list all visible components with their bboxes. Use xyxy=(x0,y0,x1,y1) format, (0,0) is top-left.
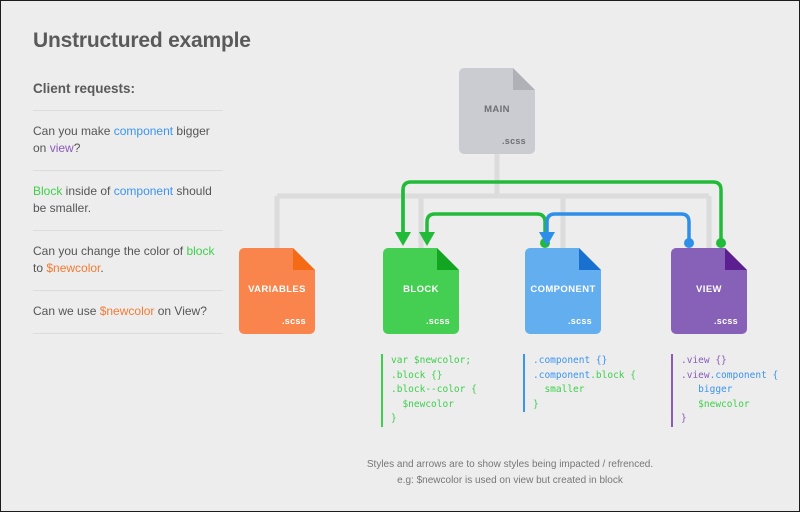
left-panel: Unstructured example Client requests: Ca… xyxy=(33,29,251,334)
request-token: component xyxy=(113,124,174,138)
request-token: . xyxy=(100,261,104,275)
code-token: var $newcolor; xyxy=(391,355,472,366)
code-line: } xyxy=(533,398,636,413)
code-accent-bar xyxy=(671,354,673,427)
code-accent-bar xyxy=(381,354,383,427)
file-node-label: VARIABLES xyxy=(248,284,306,295)
request-token: block xyxy=(186,244,215,258)
file-node-view[interactable]: VIEW .scss xyxy=(671,248,747,334)
code-snippet-view-code: .view {} .view.component { bigger $newcol… xyxy=(671,354,778,427)
client-requests-heading: Client requests: xyxy=(33,81,136,96)
code-line: var $newcolor; xyxy=(391,354,477,369)
code-snippet-block-code: var $newcolor; .block {} .block--color { $… xyxy=(381,354,477,427)
file-node-extension: .scss xyxy=(501,136,526,146)
code-snippet-component-code: .component {} .component.block { smaller} xyxy=(523,354,636,412)
code-line: .view.component { xyxy=(681,369,778,384)
code-token: .view xyxy=(681,369,710,381)
file-node-label: BLOCK xyxy=(403,284,439,295)
file-node-main[interactable]: MAIN .scss xyxy=(459,68,535,154)
code-accent-bar xyxy=(523,354,525,412)
arrow-view-to-component xyxy=(545,212,691,244)
file-fold-corner-icon xyxy=(513,68,535,90)
request-token: bigger on xyxy=(33,124,210,155)
arrow-view-to-block xyxy=(401,180,723,244)
code-line: } xyxy=(681,412,778,427)
client-request-item: Can we use $newcolor on View? xyxy=(33,290,223,334)
footer-line-2: e.g: $newcolor is used on view but creat… xyxy=(397,475,623,486)
file-node-label: VIEW xyxy=(696,284,722,295)
file-fold-corner-icon xyxy=(579,248,601,270)
file-fold-corner-icon xyxy=(437,248,459,270)
request-token: Can we use xyxy=(33,304,100,318)
code-token: smaller xyxy=(533,384,585,395)
code-line: .block--color { xyxy=(391,383,477,398)
client-request-item: Block inside of component should be smal… xyxy=(33,170,223,230)
client-request-item: Can you change the color of block to $ne… xyxy=(33,230,223,290)
code-token: } xyxy=(533,398,539,410)
code-token: .component { xyxy=(709,369,779,381)
footer-note: Styles and arrows are to show styles bei… xyxy=(231,457,789,489)
request-token: on View? xyxy=(154,304,207,318)
request-token: Block xyxy=(33,184,63,198)
request-token: view xyxy=(49,141,74,155)
request-token: $newcolor xyxy=(99,304,155,318)
arrow-component-to-block xyxy=(425,212,547,244)
code-token: .block--color { xyxy=(391,384,477,395)
file-node-extension: .scss xyxy=(425,316,450,326)
request-token: should be smaller. xyxy=(33,184,212,215)
file-node-label: MAIN xyxy=(484,104,510,115)
code-token: bigger xyxy=(681,384,733,395)
arrow-head-block-target-1 xyxy=(395,232,411,246)
request-token: inside of xyxy=(62,184,114,198)
code-line: .component {} xyxy=(533,354,636,369)
code-line: smaller xyxy=(533,383,636,398)
arrow-head-block-target-2 xyxy=(419,232,435,246)
file-node-component[interactable]: COMPONENT .scss xyxy=(525,248,601,334)
request-token: to xyxy=(33,261,47,275)
file-node-label: COMPONENT xyxy=(530,284,596,295)
code-token: $newcolor xyxy=(681,398,750,410)
code-line: .component.block { xyxy=(533,369,636,384)
request-token: Can you make xyxy=(33,124,114,138)
file-node-variables[interactable]: VARIABLES .scss xyxy=(239,248,315,334)
code-token: .component {} xyxy=(533,355,608,366)
file-node-extension: .scss xyxy=(281,316,306,326)
code-token: } xyxy=(391,413,397,424)
file-fold-corner-icon xyxy=(293,248,315,270)
request-token: $newcolor xyxy=(46,261,101,275)
code-line: .block {} xyxy=(391,369,477,384)
client-requests-list: Can you make component bigger on view?Bl… xyxy=(33,110,223,334)
request-token: Can you change the color of xyxy=(33,244,187,258)
file-fold-corner-icon xyxy=(725,248,747,270)
request-token: component xyxy=(113,184,174,198)
code-token: .block { xyxy=(590,369,636,381)
file-node-extension: .scss xyxy=(567,316,592,326)
arrow-dot-view-source-2 xyxy=(684,238,694,248)
arrow-dot-view-source xyxy=(716,238,726,248)
code-line: bigger xyxy=(681,383,778,398)
code-line: } xyxy=(391,412,477,427)
file-node-block[interactable]: BLOCK .scss xyxy=(383,248,459,334)
code-token: .view {} xyxy=(681,355,727,366)
file-node-extension: .scss xyxy=(713,316,738,326)
code-line: $newcolor xyxy=(391,398,477,413)
client-request-item: Can you make component bigger on view? xyxy=(33,110,223,170)
code-token: .block {} xyxy=(391,369,443,381)
code-line: .view {} xyxy=(681,354,778,369)
code-token: .component xyxy=(533,369,591,381)
code-line: $newcolor xyxy=(681,398,778,413)
gray-tree xyxy=(274,154,712,248)
page-title: Unstructured example xyxy=(33,29,251,52)
connector-wires xyxy=(274,154,726,248)
code-token: } xyxy=(681,413,687,424)
arrow-head-component-target xyxy=(539,232,555,246)
request-token: ? xyxy=(73,141,81,155)
footer-line-1: Styles and arrows are to show styles bei… xyxy=(366,459,654,470)
code-token: $newcolor xyxy=(391,398,454,410)
